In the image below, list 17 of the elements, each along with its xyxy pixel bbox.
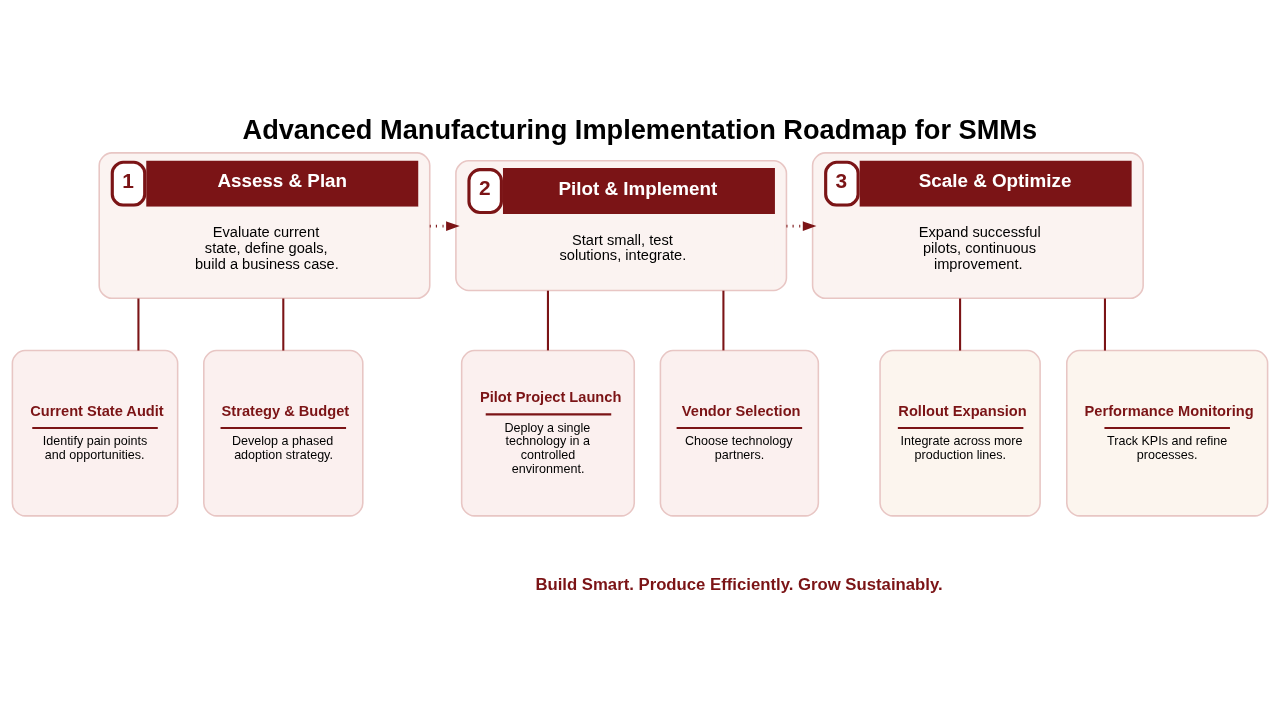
caption: Build Smart. Produce Efficiently. Grow Sustainably.: [535, 574, 943, 594]
connector: [282, 298, 285, 351]
connector: [137, 298, 140, 351]
node-box: Performance Monitoring Track KPIs and refine processes.: [1066, 349, 1269, 517]
node-box: Current State Audit Identify pain points and opportunities.: [11, 349, 179, 517]
connector: [546, 290, 549, 351]
diagram-title: Advanced Manufacturing Implementation Roadmap for SMMs: [242, 114, 1038, 146]
node-box: Pilot Project Launch Deploy a single technology in a controlled environment.: [460, 349, 636, 517]
node-box: 1 Assess & Plan Evaluate current state, define goals, build a business case.: [98, 152, 431, 300]
node-box: Strategy & Budget Develop a phased adoption strategy.: [203, 349, 364, 517]
node-box: Rollout Expansion Integrate across more production lines.: [879, 349, 1041, 517]
node-box: 3 Scale & Optimize Expand successful pilots, continuous improvement.: [811, 152, 1144, 300]
node-box: 2 Pilot & Implement Start small, test solutions, integrate.: [455, 159, 788, 292]
connector: [959, 298, 962, 351]
connector: [1103, 298, 1106, 351]
connector: [722, 290, 725, 351]
node-box: Vendor Selection Choose technology partners.: [659, 349, 820, 517]
